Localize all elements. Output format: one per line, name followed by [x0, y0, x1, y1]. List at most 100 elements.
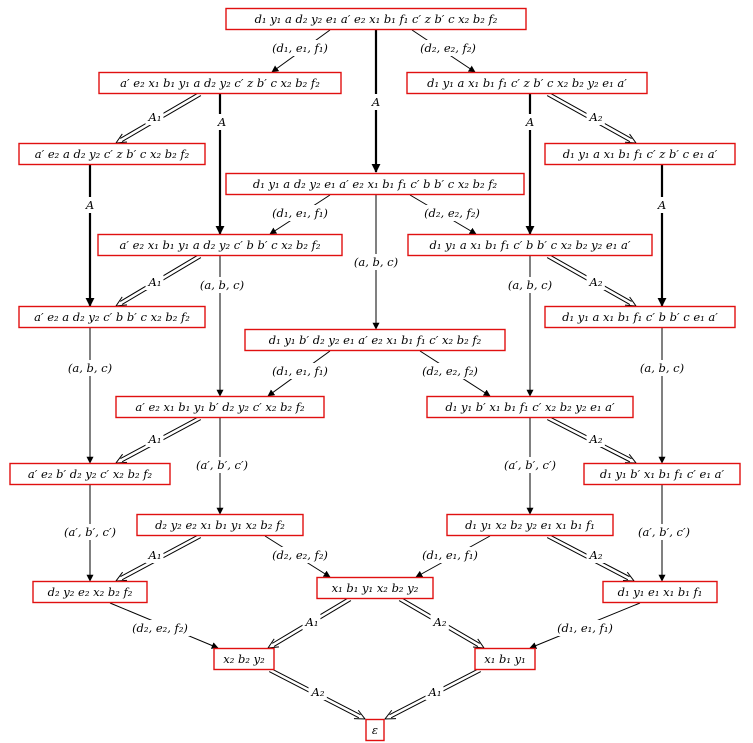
node-box	[544, 305, 736, 329]
edge-label-n13-n17: (a′, b′, c′)	[64, 525, 116, 539]
node-n9: d₁ y₁ a x₁ b₁ f₁ c′ b b′ c e₁ a′	[544, 305, 736, 329]
edge-label-n5-n6: (d₁, e₁, f₁)	[272, 206, 328, 220]
edge-label-n6-n8: A₁	[148, 275, 162, 289]
node-n19: d₁ y₁ e₁ x₁ b₁ f₁	[602, 580, 718, 604]
node-label: x₂ b₂ y₂	[223, 652, 265, 666]
node-n6: a′ e₂ x₁ b₁ y₁ a d₂ y₂ c′ b b′ c x₂ b₂ f…	[97, 233, 343, 257]
edge-label-n16-n19: A₂	[589, 548, 603, 562]
node-n21: x₁ b₁ y₁	[474, 647, 536, 671]
node-n12: d₁ y₁ b′ x₁ b₁ f₁ c′ x₂ b₂ y₂ e₁ a′	[426, 395, 634, 419]
node-box	[18, 142, 206, 166]
node-label: x₁ b₁ y₁	[484, 652, 526, 666]
node-n22: ε	[365, 718, 385, 742]
edge-label-n2-n7: A	[525, 115, 534, 129]
edge-label-n7-n12: (a, b, c)	[508, 278, 552, 292]
node-n3: a′ e₂ a d₂ y₂ c′ z b′ c x₂ b₂ f₂	[18, 142, 206, 166]
node-box	[544, 142, 736, 166]
edge-label-n0-n1: (d₁, e₁, f₁)	[272, 41, 328, 55]
edge-label-n12-n14: A₂	[589, 432, 603, 446]
edge-label-n21-n22: A₁	[428, 685, 442, 699]
edge-label-n18-n20: A₁	[305, 615, 319, 629]
edge-label-n3-n8: A	[85, 198, 94, 212]
node-box	[115, 395, 325, 419]
node-label: ε	[372, 723, 378, 737]
node-label: d₁ y₁ a d₂ y₂ e₁ a′ e₂ x₁ b₁ f₁ c′ z b′ …	[255, 12, 498, 26]
node-box	[97, 233, 343, 257]
edge-label-n19-n21: (d₁, e₁, f₁)	[557, 621, 613, 635]
node-box	[9, 462, 171, 486]
node-label: a′ e₂ x₁ b₁ y₁ b′ d₂ y₂ c′ x₂ b₂ f₂	[135, 400, 305, 414]
node-box	[316, 576, 434, 600]
edges-layer	[85, 29, 667, 720]
node-n2: d₁ y₁ a x₁ b₁ f₁ c′ z b′ c x₂ b₂ y₂ e₁ a…	[406, 71, 648, 95]
edge-label-n0-n2: (d₂, e₂, f₂)	[420, 41, 476, 55]
node-box	[244, 328, 506, 352]
edge-label-n9-n14: (a, b, c)	[640, 361, 684, 375]
edge-label-n20-n22: A₂	[311, 685, 325, 699]
edge-label-n14-n19: (a′, b′, c′)	[638, 525, 690, 539]
edge-label-n8-n13: (a, b, c)	[68, 361, 112, 375]
node-box	[225, 172, 525, 196]
node-box	[602, 580, 718, 604]
edge-label-n12-n16: (a′, b′, c′)	[504, 458, 556, 472]
node-label: d₁ y₁ a x₁ b₁ f₁ c′ b b′ c e₁ a′	[562, 310, 718, 324]
node-n11: a′ e₂ x₁ b₁ y₁ b′ d₂ y₂ c′ x₂ b₂ f₂	[115, 395, 325, 419]
edge-label-n11-n15: (a′, b′, c′)	[196, 458, 248, 472]
node-box	[407, 233, 653, 257]
node-n8: a′ e₂ a d₂ y₂ c′ b b′ c x₂ b₂ f₂	[18, 305, 206, 329]
node-box	[583, 462, 741, 486]
edge-label-n0-n5: A	[371, 95, 380, 109]
node-n17: d₂ y₂ e₂ x₂ b₂ f₂	[32, 580, 148, 604]
node-label: a′ e₂ a d₂ y₂ c′ z b′ c x₂ b₂ f₂	[35, 147, 190, 161]
node-box	[98, 71, 342, 95]
node-n16: d₁ y₁ x₂ b₂ y₂ e₁ x₁ b₁ f₁	[446, 513, 614, 537]
node-box	[136, 513, 304, 537]
node-label: d₁ y₁ b′ x₁ b₁ f₁ c′ x₂ b₂ y₂ e₁ a′	[445, 400, 615, 414]
node-label: d₁ y₁ a x₁ b₁ f₁ c′ b b′ c x₂ b₂ y₂ e₁ a…	[430, 238, 631, 252]
node-box	[213, 647, 275, 671]
edge-label-n11-n13: A₁	[148, 432, 162, 446]
node-label: a′ e₂ b′ d₂ y₂ c′ x₂ b₂ f₂	[28, 467, 153, 481]
edge-label-n17-n20: (d₂, e₂, f₂)	[132, 621, 188, 635]
node-label: d₂ y₂ e₂ x₂ b₂ f₂	[48, 585, 133, 599]
node-n10: d₁ y₁ b′ d₂ y₂ e₁ a′ e₂ x₁ b₁ f₁ c′ x₂ b…	[244, 328, 506, 352]
node-label: d₂ y₂ e₂ x₁ b₁ y₁ x₂ b₂ f₂	[155, 518, 285, 532]
edge-label-n1-n6: A	[217, 115, 226, 129]
edge-label-n15-n18: (d₂, e₂, f₂)	[272, 548, 328, 562]
edge-label-n7-n9: A₂	[589, 275, 603, 289]
node-box	[225, 7, 527, 31]
edge-label-n10-n11: (d₁, e₁, f₁)	[272, 364, 328, 378]
node-box	[446, 513, 614, 537]
nodes-layer: d₁ y₁ a d₂ y₂ e₁ a′ e₂ x₁ b₁ f₁ c′ z b′ …	[9, 7, 741, 742]
node-box	[426, 395, 634, 419]
node-box	[406, 71, 648, 95]
node-label: a′ e₂ x₁ b₁ y₁ a d₂ y₂ c′ b b′ c x₂ b₂ f…	[120, 238, 321, 252]
node-label: d₁ y₁ e₁ x₁ b₁ f₁	[618, 585, 703, 599]
node-n18: x₁ b₁ y₁ x₂ b₂ y₂	[316, 576, 434, 600]
node-box	[474, 647, 536, 671]
node-box	[18, 305, 206, 329]
node-n1: a′ e₂ x₁ b₁ y₁ a d₂ y₂ c′ z b′ c x₂ b₂ f…	[98, 71, 342, 95]
edge-label-n16-n18: (d₁, e₁, f₁)	[422, 548, 478, 562]
node-n15: d₂ y₂ e₂ x₁ b₁ y₁ x₂ b₂ f₂	[136, 513, 304, 537]
node-n0: d₁ y₁ a d₂ y₂ e₁ a′ e₂ x₁ b₁ f₁ c′ z b′ …	[225, 7, 527, 31]
node-label: d₁ y₁ a x₁ b₁ f₁ c′ z b′ c x₂ b₂ y₂ e₁ a…	[427, 76, 627, 90]
edge-label-n10-n12: (d₂, e₂, f₂)	[422, 364, 478, 378]
edge-label-n1-n3: A₁	[148, 110, 162, 124]
node-n4: d₁ y₁ a x₁ b₁ f₁ c′ z b′ c e₁ a′	[544, 142, 736, 166]
node-label: d₁ y₁ a d₂ y₂ e₁ a′ e₂ x₁ b₁ f₁ c′ b b′ …	[253, 177, 498, 191]
node-n7: d₁ y₁ a x₁ b₁ f₁ c′ b b′ c x₂ b₂ y₂ e₁ a…	[407, 233, 653, 257]
node-label: d₁ y₁ x₂ b₂ y₂ e₁ x₁ b₁ f₁	[465, 518, 595, 532]
node-label: a′ e₂ x₁ b₁ y₁ a d₂ y₂ c′ z b′ c x₂ b₂ f…	[120, 76, 320, 90]
node-n20: x₂ b₂ y₂	[213, 647, 275, 671]
node-label: x₁ b₁ y₁ x₂ b₂ y₂	[332, 581, 419, 595]
edge-label-n15-n17: A₁	[148, 548, 162, 562]
edge-label-n5-n10: (a, b, c)	[354, 255, 398, 269]
edge-label-n18-n21: A₂	[433, 615, 447, 629]
node-label: d₁ y₁ a x₁ b₁ f₁ c′ z b′ c e₁ a′	[563, 147, 718, 161]
node-box	[32, 580, 148, 604]
node-box	[365, 718, 385, 742]
edge-label-n5-n7: (d₂, e₂, f₂)	[424, 206, 480, 220]
